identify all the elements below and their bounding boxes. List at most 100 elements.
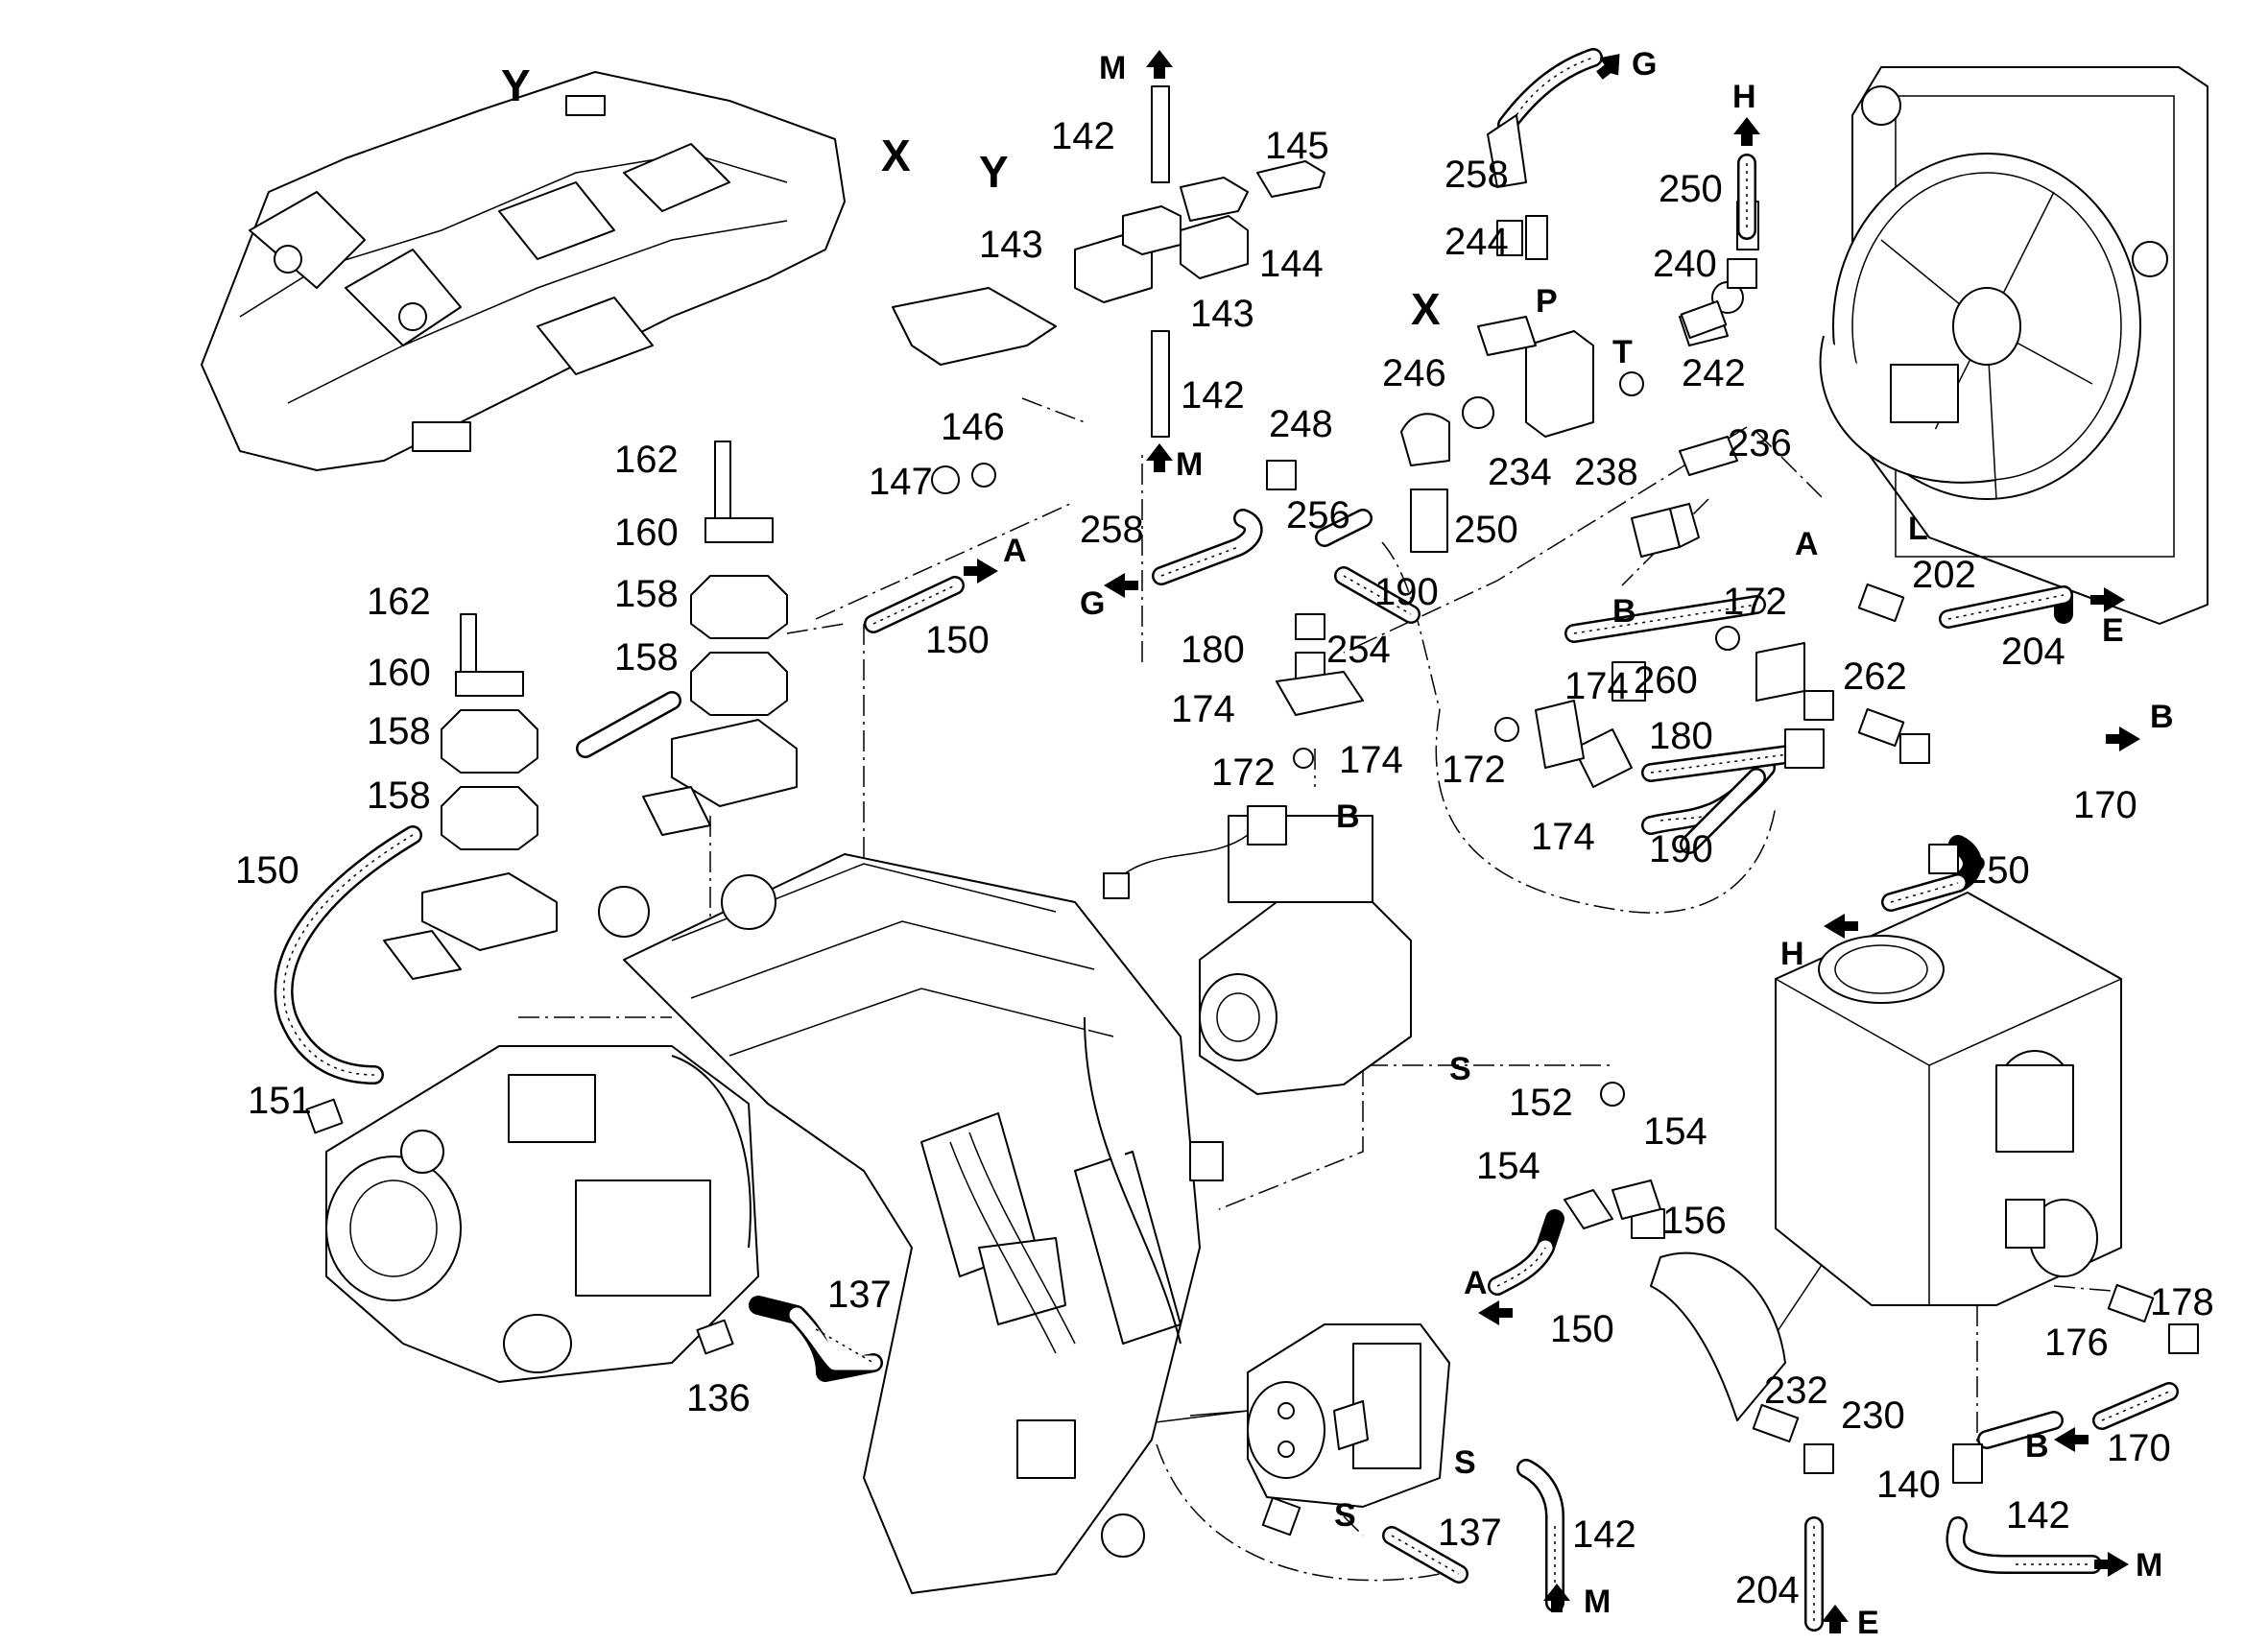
label-137-left: 137 [827, 1274, 892, 1316]
marker-l: L [1908, 511, 1928, 547]
label-152: 152 [1509, 1082, 1573, 1124]
fittings [305, 220, 2199, 1537]
arrow-e-bottom [1822, 1605, 1849, 1633]
arrow-b-right [2106, 727, 2140, 751]
marker-b-right: B [2150, 699, 2174, 735]
engine-block [598, 853, 1201, 1594]
label-174-c: 174 [1564, 665, 1629, 707]
arrow-h-mid [1824, 914, 1858, 939]
marker-e-bottom: E [1857, 1605, 1879, 1641]
marker-m-mid: M [1176, 446, 1203, 483]
flow-arrows [964, 50, 2140, 1633]
arrow-b-bottom [2054, 1427, 2089, 1452]
hoses [274, 48, 2179, 1632]
label-232: 236 [1728, 422, 1792, 465]
letter-markers: Y X Y X M M G H P T A G A L B E B B H S … [501, 46, 2174, 1641]
label-136: 136 [686, 1377, 751, 1419]
label-142-bottom-right: 142 [2006, 1494, 2070, 1537]
label-151: 151 [248, 1080, 312, 1122]
arrow-a-mid [1478, 1300, 1513, 1325]
label-144: 144 [1259, 243, 1324, 285]
label-154-right: 154 [1643, 1110, 1707, 1153]
arrow-a-top [964, 559, 998, 584]
arrow-h-top [1733, 117, 1760, 146]
label-145: 145 [1265, 125, 1329, 167]
label-234: 238 [1574, 451, 1638, 493]
arrow-g-mid [1104, 573, 1138, 598]
label-206: 232 [1764, 1370, 1828, 1412]
marker-a-radiator: A [1795, 526, 1819, 562]
marker-e-right: E [2102, 612, 2124, 649]
label-246: 250 [1454, 509, 1518, 551]
label-174-d: 174 [1531, 816, 1595, 858]
label-160-top: 160 [614, 512, 679, 554]
marker-a-mid: A [1464, 1265, 1488, 1301]
label-202-bottom: 204 [1735, 1569, 1800, 1611]
marker-h-mid: H [1780, 936, 1804, 972]
label-142-top: 142 [1051, 115, 1115, 157]
marker-y-clamp: Y [979, 147, 1009, 197]
label-174-b: 174 [1339, 739, 1403, 781]
clamp-y-detail [892, 85, 1325, 494]
label-180: 178 [2150, 1281, 2214, 1323]
label-137-bottom: 137 [1438, 1512, 1502, 1554]
main-pump [325, 1045, 759, 1383]
label-158-b: 158 [614, 636, 679, 679]
marker-g-top: G [1632, 46, 1657, 83]
label-150-left: 150 [235, 849, 299, 892]
marker-b-pump: B [1336, 798, 1360, 835]
label-190-top: 190 [1374, 571, 1439, 613]
label-172-left: 172 [1442, 749, 1506, 791]
arrow-g-top [1596, 54, 1620, 80]
label-236: 240 [1653, 243, 1717, 285]
label-250: 254 [1326, 629, 1391, 671]
label-244: 248 [1269, 403, 1333, 445]
label-238: 242 [1682, 352, 1746, 394]
clamp-stack-right [642, 441, 798, 836]
arrow-m-mid [1146, 443, 1173, 472]
label-202-right: 204 [2001, 631, 2065, 673]
arrow-e-right [2090, 587, 2125, 612]
marker-h-top: H [1732, 79, 1756, 115]
marker-b-bottom: B [2025, 1428, 2049, 1465]
radiator-fan-assembly [1819, 66, 2208, 625]
label-254-mid: 258 [1080, 509, 1144, 551]
hydraulic-tank [1775, 892, 2122, 1306]
label-254-top: 258 [1444, 154, 1509, 196]
marker-x-frame: X [881, 131, 911, 180]
label-150-top: 150 [925, 619, 990, 661]
clamp-stack-left [383, 613, 558, 980]
marker-s-gear-2: S [1334, 1497, 1356, 1534]
label-170-right: 170 [2073, 784, 2137, 826]
marker-m-bottom: M [1584, 1584, 1611, 1620]
label-178: 176 [2044, 1322, 2109, 1364]
marker-m-bottom-right: M [2136, 1547, 2162, 1584]
part-labels: 142 145 143 144 143 142 146 147 162 160 … [235, 115, 2214, 1611]
label-174-a: 174 [1171, 688, 1235, 730]
label-162-left: 162 [367, 581, 431, 623]
label-240: 244 [1444, 221, 1509, 263]
label-170-bottom: 170 [2107, 1427, 2171, 1469]
label-252: 256 [1286, 494, 1350, 536]
valve-block-pt [1400, 201, 1759, 553]
label-172-right: 172 [1723, 581, 1787, 623]
label-154-left: 154 [1476, 1145, 1540, 1187]
label-158-c: 158 [367, 710, 431, 752]
label-143-right: 143 [1190, 293, 1254, 335]
label-142-mid: 142 [1181, 374, 1245, 417]
label-248-mid: 250 [1966, 849, 2030, 892]
label-176-top: 180 [1181, 629, 1245, 671]
label-143-left: 143 [979, 224, 1043, 266]
label-146: 146 [941, 406, 1005, 448]
chassis-frame [201, 71, 846, 471]
marker-y-frame: Y [501, 60, 531, 110]
label-258: 262 [1843, 655, 1907, 698]
label-242: 246 [1382, 352, 1446, 394]
marker-s-mid: S [1449, 1051, 1471, 1087]
marker-b-radiator: B [1612, 593, 1636, 630]
gear-pump [1247, 1323, 1450, 1508]
arrow-m-top [1146, 50, 1173, 79]
label-172-mid: 172 [1211, 751, 1276, 794]
label-190-mid: 190 [1649, 828, 1713, 870]
